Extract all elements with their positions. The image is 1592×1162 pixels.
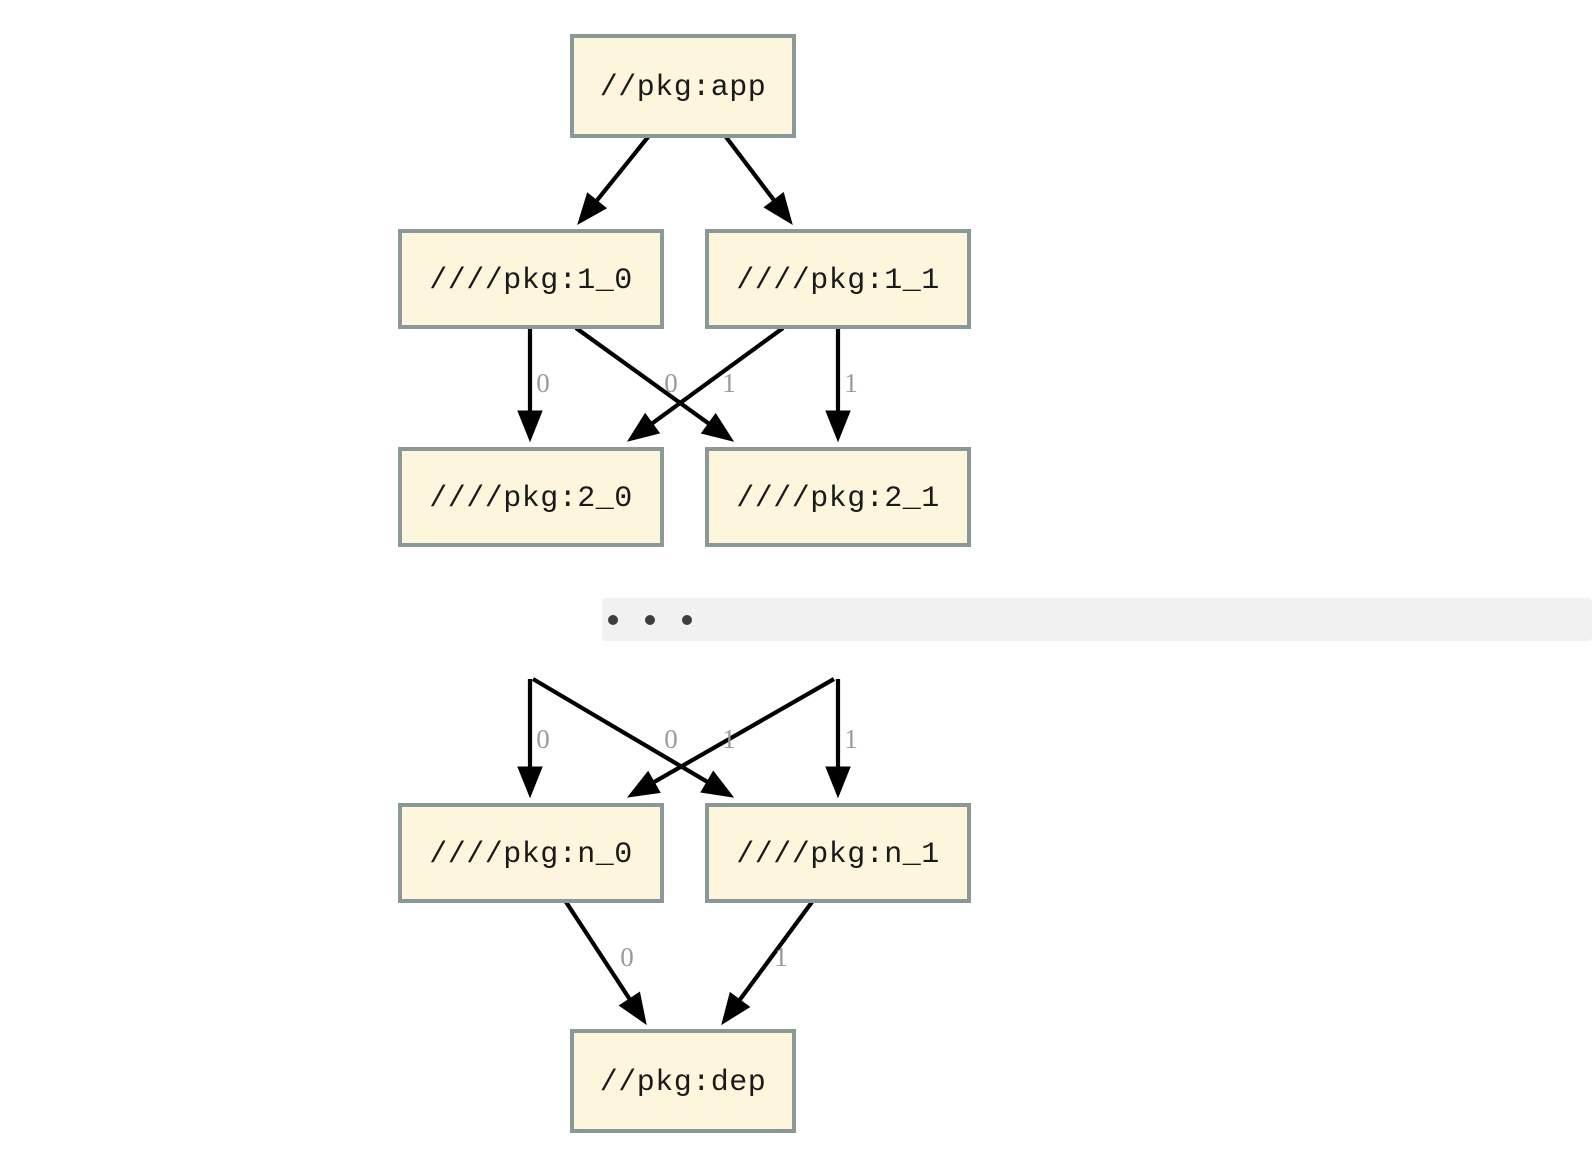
edge-arrowhead: [577, 192, 608, 226]
graph-edge: [825, 328, 851, 443]
edge-order-label: 1: [774, 942, 788, 972]
graph-edge: [724, 135, 793, 226]
edge-order-label: 1: [844, 368, 858, 398]
ellipsis-group: [602, 598, 1592, 641]
graph-node-n2_0[interactable]: ////pkg:2_0: [398, 447, 664, 547]
node-box[interactable]: [398, 229, 664, 329]
edge-line: [733, 900, 814, 1008]
graph-node-nn_0[interactable]: ////pkg:n_0: [398, 803, 664, 903]
graph-node-n1_0[interactable]: ////pkg:1_0: [398, 229, 664, 329]
ellipsis-dot: [645, 615, 655, 625]
node-label: //pkg:dep: [600, 1066, 767, 1100]
graph-node-n2_1[interactable]: ////pkg:2_1: [705, 447, 971, 547]
node-label: ////pkg:n_0: [429, 838, 633, 872]
graph-edge: [517, 679, 543, 799]
graph-node-dep[interactable]: //pkg:dep: [570, 1029, 796, 1133]
edge-order-label: 1: [722, 368, 736, 398]
node-label: ////pkg:2_1: [736, 482, 940, 516]
graph-node-nn_1[interactable]: ////pkg:n_1: [705, 803, 971, 903]
edge-order-label: 0: [536, 724, 550, 754]
ellipsis-dot: [608, 615, 618, 625]
node-label: ////pkg:1_1: [736, 264, 940, 298]
edge-arrowhead: [517, 766, 543, 799]
graph-edge: [825, 679, 851, 799]
edge-line: [574, 326, 717, 430]
edge-line: [531, 677, 716, 788]
node-box[interactable]: [398, 803, 664, 903]
graph-edge: [577, 135, 650, 226]
edge-line: [564, 900, 636, 1007]
edge-line: [590, 135, 650, 209]
node-label: ////pkg:2_0: [429, 482, 633, 516]
nodes-layer: //pkg:app ////pkg:1_0 ////pkg:1_1 ////pkg:2…: [398, 34, 971, 1133]
edge-order-label: 0: [536, 368, 550, 398]
edge-labels-layer: 0 0 1 1 0 0 1 1 0 1: [536, 368, 858, 972]
edge-arrowhead: [618, 991, 647, 1026]
graph-edge: [531, 677, 735, 798]
edge-arrowhead: [825, 410, 851, 443]
node-box[interactable]: [570, 34, 796, 138]
graph-node-n1_1[interactable]: ////pkg:1_1: [705, 229, 971, 329]
edge-arrowhead: [700, 412, 735, 442]
edge-order-label: 0: [664, 724, 678, 754]
graph-edge: [626, 677, 836, 798]
graph-node-app[interactable]: //pkg:app: [570, 34, 796, 138]
ellipsis-band: [602, 598, 1592, 641]
edge-line: [644, 326, 785, 430]
graph-edge: [574, 326, 735, 442]
graph-edge: [721, 900, 814, 1026]
node-label: ////pkg:n_1: [736, 838, 940, 872]
graph-edge: [517, 328, 543, 443]
edge-order-label: 1: [722, 724, 736, 754]
edge-arrowhead: [700, 770, 735, 798]
node-box[interactable]: [398, 447, 664, 547]
ellipsis-dots: [608, 615, 692, 625]
node-label: ////pkg:1_0: [429, 264, 633, 298]
node-box[interactable]: [705, 803, 971, 903]
edge-arrowhead: [763, 192, 793, 226]
edge-arrowhead: [626, 770, 661, 798]
graph-edge: [564, 900, 647, 1026]
edge-arrowhead: [825, 766, 851, 799]
edge-order-label: 1: [844, 724, 858, 754]
node-box[interactable]: [705, 229, 971, 329]
edge-line: [724, 135, 781, 208]
edge-arrowhead: [517, 410, 543, 443]
ellipsis-dot: [682, 615, 692, 625]
node-label: //pkg:app: [600, 71, 767, 105]
edge-order-label: 0: [664, 368, 678, 398]
edge-arrowhead: [626, 412, 661, 442]
graph-edge: [626, 326, 785, 442]
node-box[interactable]: [705, 447, 971, 547]
edges-layer: [517, 135, 851, 1026]
node-box[interactable]: [570, 1029, 796, 1133]
edge-order-label: 0: [620, 942, 634, 972]
edge-arrowhead: [721, 991, 751, 1026]
edge-line: [646, 677, 836, 788]
